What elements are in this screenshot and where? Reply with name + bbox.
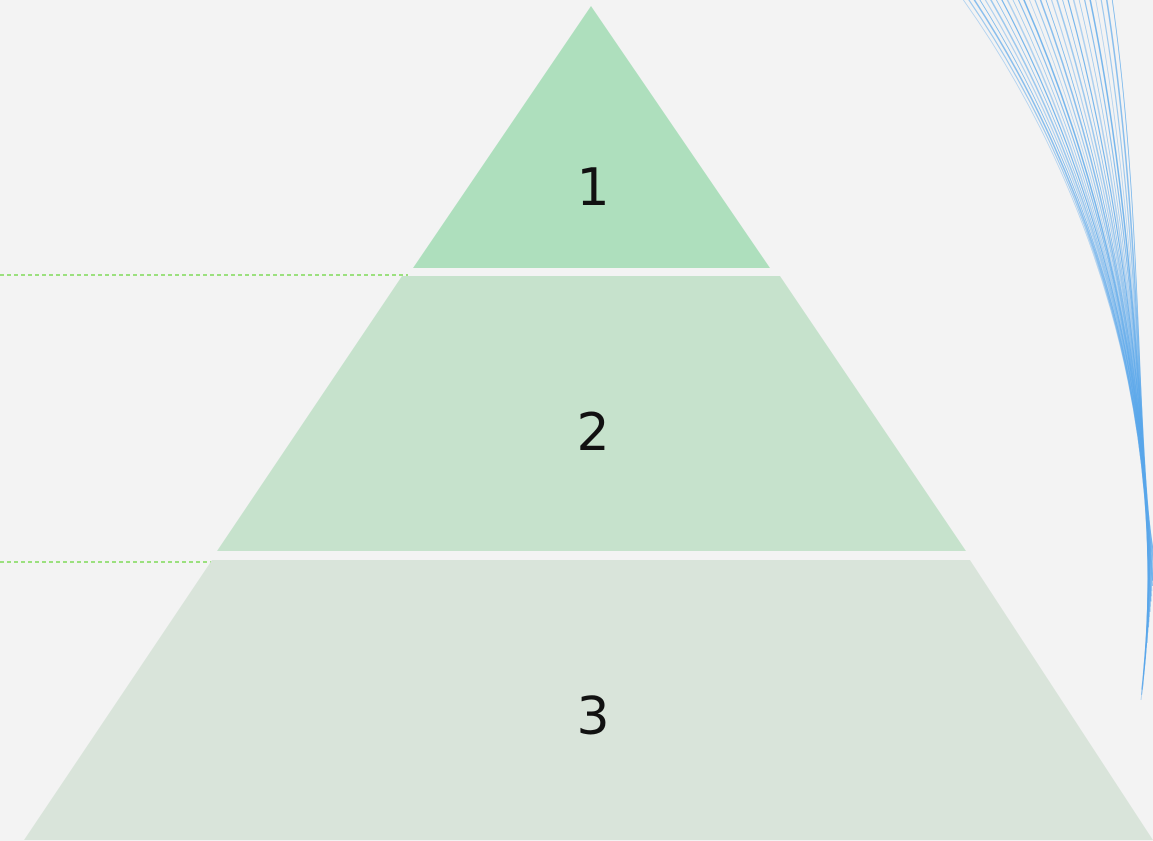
tier-1-label: 1	[576, 158, 609, 218]
pyramid-tier-top	[413, 6, 770, 268]
tier-3-label: 3	[576, 687, 609, 747]
tier-2-label: 2	[576, 403, 609, 463]
